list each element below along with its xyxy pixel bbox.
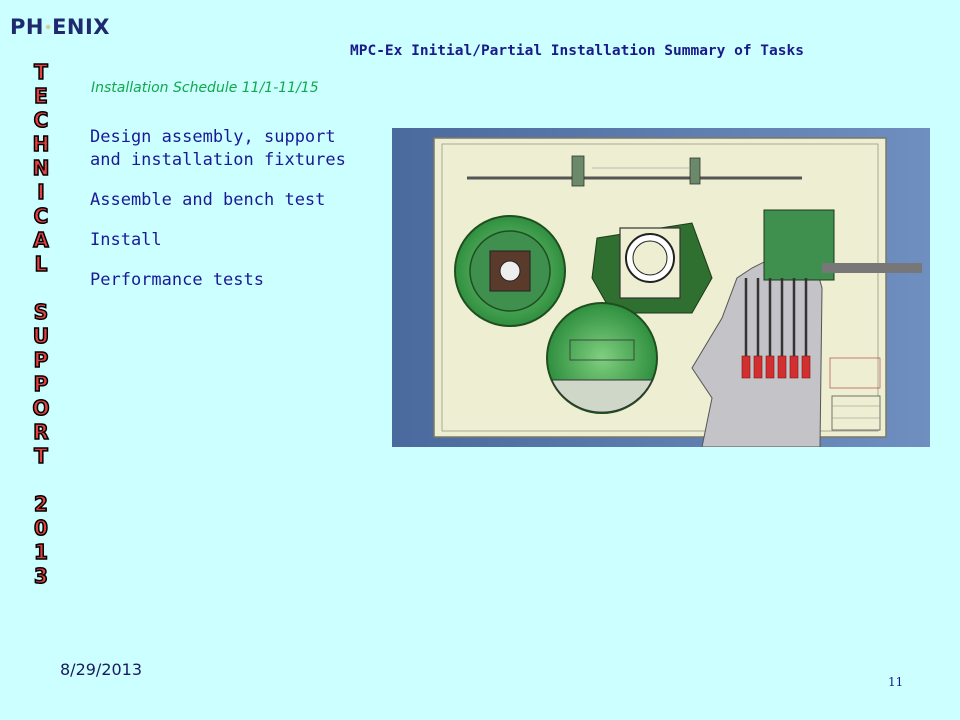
- banner-letter: P: [33, 371, 49, 397]
- banner-letter: O: [32, 395, 51, 421]
- banner-letter: R: [33, 419, 50, 445]
- banner-letter: U: [32, 323, 50, 349]
- task-item: Design assembly, support and installatio…: [90, 127, 346, 170]
- page-number: 11: [888, 675, 904, 689]
- banner-letter: I: [37, 179, 46, 205]
- installation-schedule: Installation Schedule 11/1-11/15: [91, 80, 319, 96]
- banner-letter: A: [33, 227, 50, 253]
- banner-letter: 3: [33, 563, 48, 589]
- banner-letter: H: [32, 131, 50, 157]
- banner-letter: E: [33, 83, 48, 109]
- banner-letter: T: [33, 59, 48, 85]
- banner-letter: T: [33, 443, 48, 469]
- phenix-spark-icon: [45, 24, 51, 30]
- logo-text-right: ENIX: [52, 15, 110, 39]
- banner-letter: N: [32, 155, 50, 181]
- banner-letter: 1: [33, 539, 48, 565]
- banner-letter: 0: [33, 515, 48, 541]
- slide-title: MPC-Ex Initial/Partial Installation Summ…: [350, 43, 804, 59]
- slide-date: 8/29/2013: [60, 660, 143, 679]
- banner-letter: 2: [33, 491, 48, 517]
- banner-letter: C: [33, 107, 49, 133]
- engineering-drawing-image: [392, 128, 930, 447]
- logo-text-left: PH: [10, 15, 44, 39]
- task-list: Design assembly, support and installatio…: [90, 126, 370, 309]
- banner-letter: C: [33, 203, 49, 229]
- vertical-banner: T E C H N I C A L S U P P O R T 2 0 1 3: [26, 59, 56, 589]
- banner-letter: P: [33, 347, 49, 373]
- task-item: Install: [90, 230, 162, 250]
- banner-letter: L: [34, 251, 48, 277]
- phenix-logo: PH ENIX: [10, 14, 110, 40]
- task-item: Performance tests: [90, 270, 264, 290]
- banner-letter: S: [33, 299, 49, 325]
- task-item: Assemble and bench test: [90, 190, 326, 210]
